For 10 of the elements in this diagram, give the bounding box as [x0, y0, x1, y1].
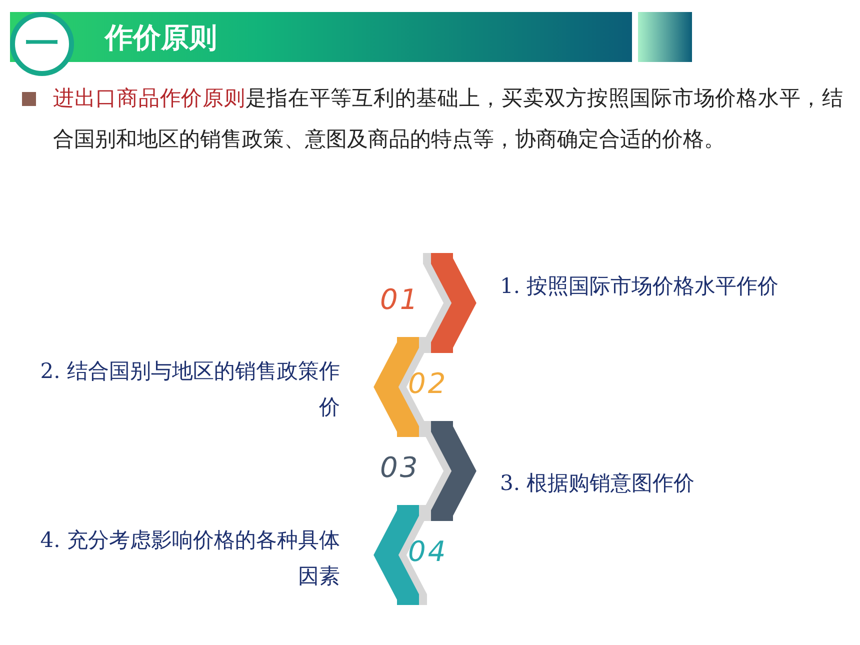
- step-text: 3. 根据购销意图作价: [500, 470, 696, 497]
- step-text: 1. 按照国际市场价格水平作价: [500, 273, 780, 300]
- step-number: 03: [380, 451, 420, 485]
- step-text: 2. 结合国别与地区的销售政策作价: [39, 358, 340, 421]
- paragraph: 进出口商品作价原则是指在平等互利的基础上，买卖双方按照国际市场价格水平，结合国别和地区的销售政策、意图及商品的特点等，协商确定合适的价格。: [53, 85, 843, 153]
- step-text: 4. 充分考虑影响价格的各种具体因素: [39, 527, 340, 590]
- step-number: 02: [408, 367, 448, 401]
- step-number: 04: [408, 535, 448, 569]
- step-number: 01: [380, 283, 420, 317]
- title: 作价原则: [105, 20, 217, 56]
